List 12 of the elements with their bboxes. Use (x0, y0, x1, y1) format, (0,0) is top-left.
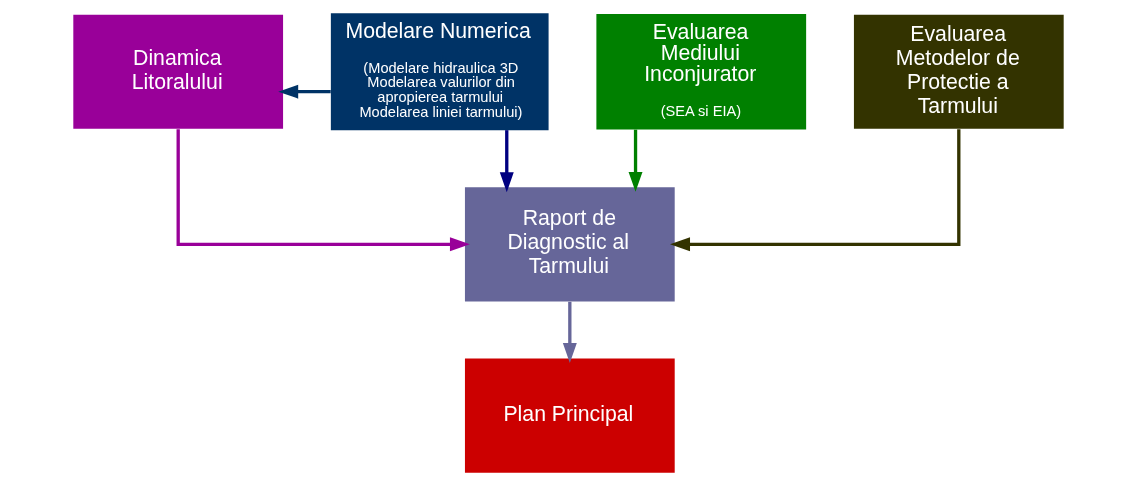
node-box: Evaluarea Mediului Inconjurator (SEA si EIA) (595, 14, 806, 130)
node-box: Plan Principal (464, 358, 675, 473)
arrow (562, 301, 577, 363)
node-box: Raport de Diagnostic al Tarmului (464, 187, 675, 302)
node-box: Dinamica Litoralului (72, 14, 283, 129)
node-box: Modelare Numerica (Modelare hidraulica 3D Modelarea valurilor din apropierea tarmului Modelarea liniei tarmului) (330, 13, 549, 131)
arrow (176, 129, 470, 252)
arrow (628, 129, 643, 192)
node-box: Evaluarea Metodelor de Protectie a Tarmului (853, 14, 1064, 129)
arrow (669, 129, 960, 252)
arrow (499, 130, 514, 193)
arrow (277, 84, 331, 99)
